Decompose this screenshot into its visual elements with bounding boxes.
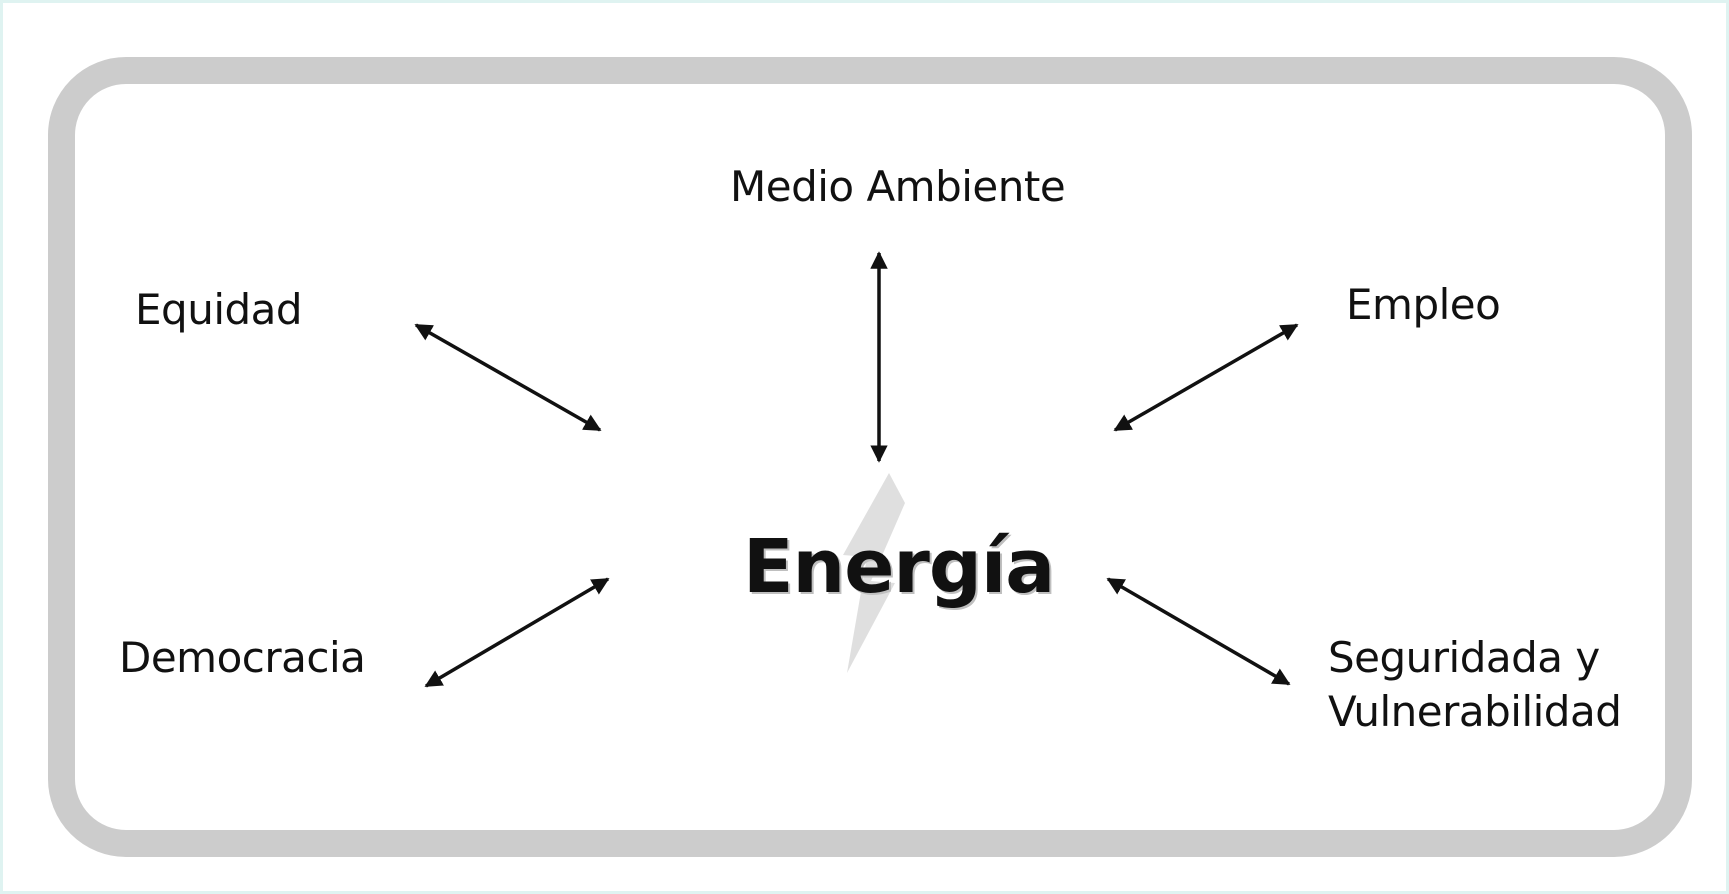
center-label-energia: Energía bbox=[743, 524, 1055, 610]
arrows-layer bbox=[414, 251, 1299, 688]
arrow-empleo bbox=[1113, 323, 1299, 432]
node-seguridad-line-1: Seguridada y bbox=[1328, 633, 1600, 682]
node-medio-ambiente: Medio Ambiente bbox=[730, 162, 1066, 211]
arrow-seguridad bbox=[1106, 577, 1291, 686]
node-empleo: Empleo bbox=[1346, 280, 1501, 329]
node-democracia: Democracia bbox=[119, 633, 366, 682]
node-seguridad-line-2: Vulnerabilidad bbox=[1328, 687, 1622, 736]
diagram-frame bbox=[48, 57, 1692, 857]
arrow-democracia bbox=[424, 577, 610, 688]
lightning-bolt-icon bbox=[843, 473, 905, 673]
node-equidad: Equidad bbox=[135, 285, 303, 334]
arrow-equidad bbox=[414, 323, 602, 432]
